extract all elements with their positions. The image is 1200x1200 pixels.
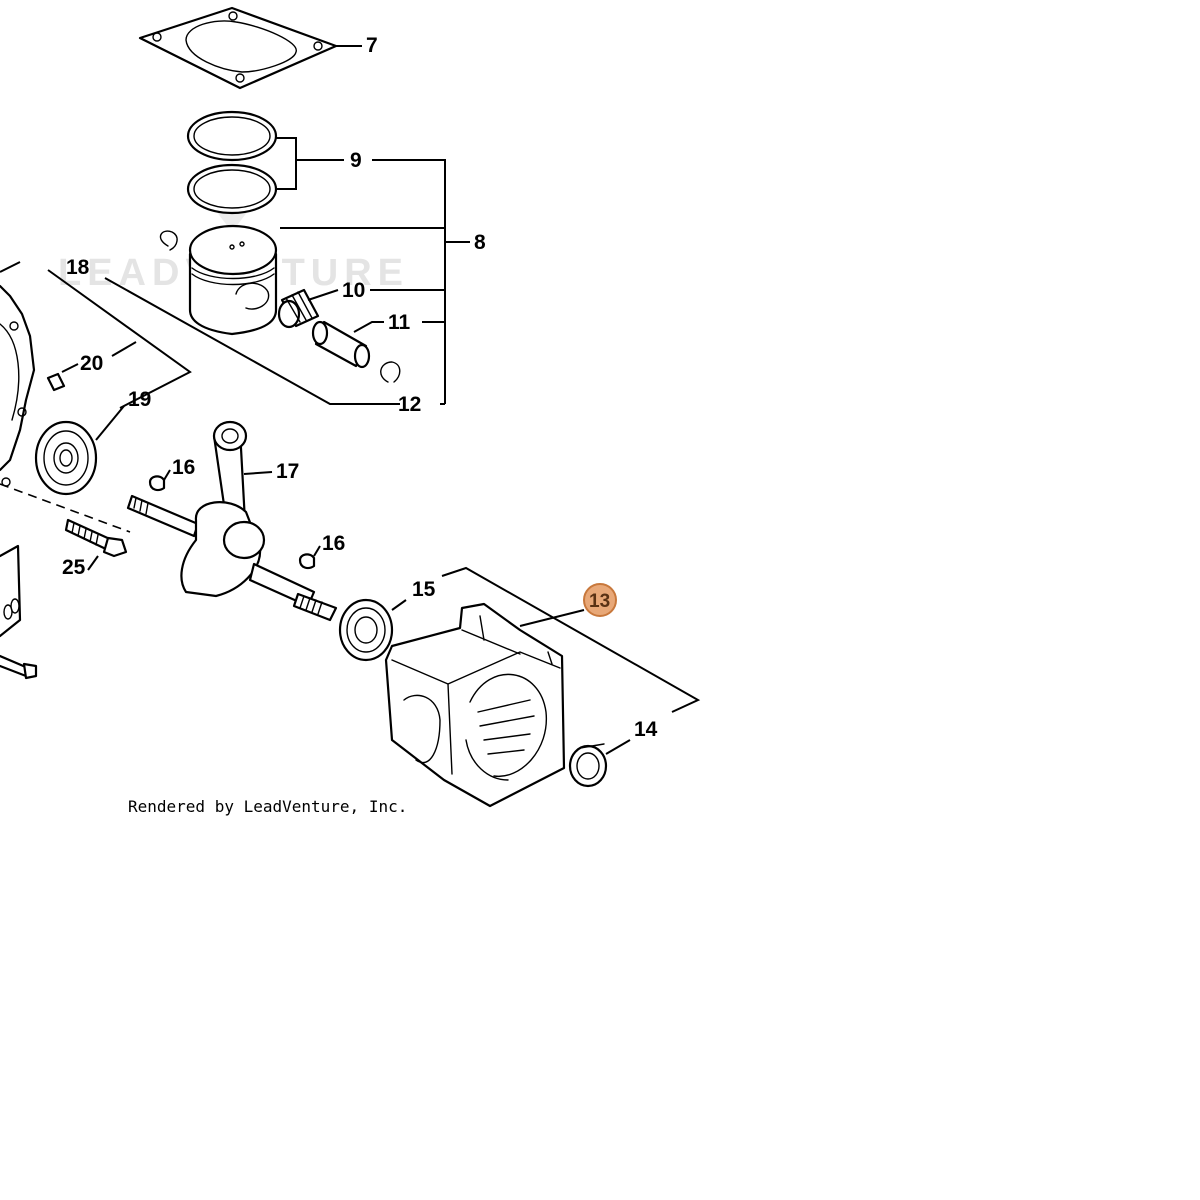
callout-14[interactable]: 14 xyxy=(634,718,658,741)
needle-bearing-part-10[interactable] xyxy=(277,288,320,329)
callout-19[interactable]: 19 xyxy=(128,388,151,411)
highlight-circle-13[interactable] xyxy=(583,583,617,617)
piston-rings-part-9[interactable] xyxy=(186,110,278,215)
callout-7[interactable]: 7 xyxy=(366,34,378,57)
callout-11[interactable]: 11 xyxy=(388,311,411,334)
leader-bracket-8 xyxy=(280,159,470,404)
leader-20 xyxy=(61,341,137,373)
callout-13[interactable]: 13 xyxy=(589,591,610,612)
callout-12[interactable]: 12 xyxy=(398,393,421,416)
leader-bracket-13 xyxy=(441,566,701,713)
leader-19 xyxy=(95,405,125,441)
left-edge-cover[interactable] xyxy=(0,544,22,638)
gasket-part-7[interactable] xyxy=(138,6,338,90)
piston-pin-part-11[interactable] xyxy=(311,320,371,369)
leader-16-lower xyxy=(313,545,321,557)
leader-9 xyxy=(276,137,344,190)
screw-part-25[interactable] xyxy=(64,518,128,558)
leader-25 xyxy=(87,555,99,571)
piston[interactable] xyxy=(188,224,278,336)
crankshaft-part-17[interactable] xyxy=(126,420,338,622)
left-edge-screw[interactable] xyxy=(0,654,38,680)
circlip-left[interactable] xyxy=(159,230,178,251)
callout-9[interactable]: 9 xyxy=(350,149,362,172)
callout-16-upper[interactable]: 16 xyxy=(172,456,195,479)
leader-17 xyxy=(243,471,273,475)
callout-15[interactable]: 15 xyxy=(412,578,436,601)
circlip-right[interactable] xyxy=(380,361,401,383)
callout-20[interactable]: 20 xyxy=(80,352,103,375)
leader-14 xyxy=(605,739,631,755)
crankcase-left-half[interactable] xyxy=(0,284,36,487)
render-credit: Rendered by LeadVenture, Inc. xyxy=(128,797,407,816)
callout-17[interactable]: 17 xyxy=(276,460,299,483)
ball-bearing-part-19[interactable] xyxy=(34,420,98,496)
leader-bracket-18-12 xyxy=(0,261,445,409)
woodruff-key-part-16-lower[interactable] xyxy=(298,553,316,570)
center-line xyxy=(0,483,131,533)
callout-10[interactable]: 10 xyxy=(342,279,365,302)
dowel-pin-part-20[interactable] xyxy=(46,372,66,392)
callout-18[interactable]: 18 xyxy=(66,256,90,279)
oil-seal-part-14[interactable] xyxy=(568,743,608,788)
callout-8[interactable]: 8 xyxy=(474,231,486,254)
leader-11 xyxy=(353,321,384,333)
leader-15 xyxy=(391,599,407,611)
leader-10 xyxy=(307,289,339,301)
crankcase-half-part-13[interactable] xyxy=(384,602,566,808)
callout-16-lower[interactable]: 16 xyxy=(322,532,345,555)
callout-25[interactable]: 25 xyxy=(62,556,86,579)
woodruff-key-part-16-upper[interactable] xyxy=(148,475,166,492)
leader-16-upper xyxy=(163,469,171,481)
ball-bearing-part-15[interactable] xyxy=(338,598,394,662)
